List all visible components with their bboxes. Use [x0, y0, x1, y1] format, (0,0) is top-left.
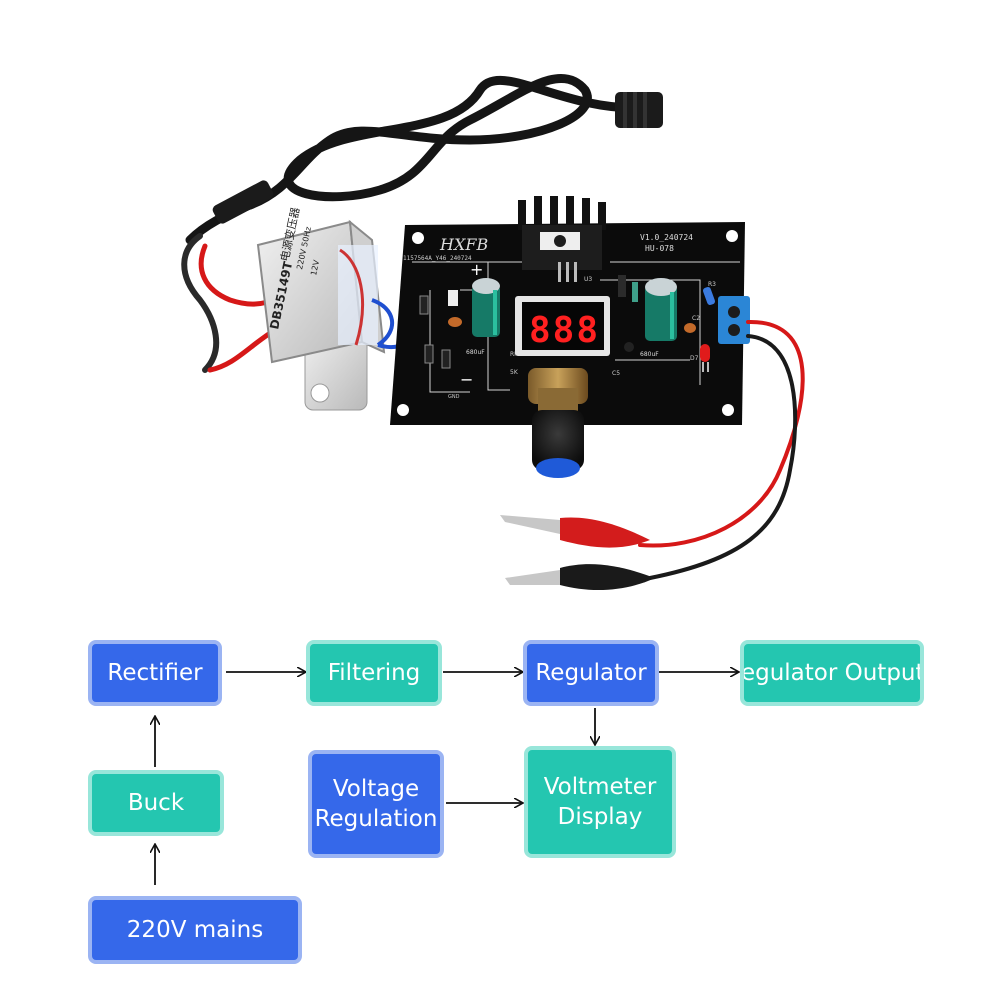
capacitor-left: 680uF: [466, 278, 500, 356]
terminal-block: [718, 296, 750, 344]
polarity-minus: −: [460, 370, 473, 389]
node-buck-label: Buck: [127, 790, 185, 816]
gnd-label: GND: [448, 394, 460, 400]
red-alligator-clip: [500, 515, 650, 548]
node-regulator-label: Regulator: [535, 660, 647, 686]
node-voltmeter-display-line-2: Display: [557, 804, 643, 830]
transformer-label-3: 12V: [309, 259, 321, 277]
node-voltmeter-display-line-1: Voltmeter: [543, 774, 657, 800]
plug-end: [615, 92, 663, 128]
u3-label: U3: [584, 276, 592, 283]
node-rectifier-label: Rectifier: [107, 660, 203, 686]
d7-label: D7: [690, 355, 699, 362]
voltmeter-display: 888: [515, 296, 610, 356]
cap-left-label: 680uF: [466, 349, 485, 356]
cap-right-label: 680uF: [640, 351, 659, 358]
node-filtering-label: Filtering: [327, 660, 421, 686]
potentiometer-knob: [528, 368, 588, 478]
node-regulator-output: Regulator Output: [740, 640, 924, 706]
node-buck: Buck: [88, 770, 224, 836]
pot-value-label: 5K: [510, 369, 519, 376]
node-voltmeter-display: Voltmeter Display: [524, 746, 676, 858]
output-leads: [638, 319, 805, 580]
node-mains: 220V mains: [88, 896, 302, 964]
board-serial: 1157564A_Y46_240724: [403, 255, 472, 262]
led-indicator: [700, 344, 710, 372]
r3-label: R3: [708, 281, 716, 288]
board-model: HU-078: [645, 244, 674, 253]
c5-label: C5: [612, 370, 620, 377]
node-voltage-regulation: Voltage Regulation: [308, 750, 444, 858]
board-brand: HXFB: [439, 235, 488, 254]
display-digits: 888: [529, 310, 600, 351]
black-alligator-clip: [505, 564, 655, 591]
node-regulator-output-label: Regulator Output: [740, 660, 924, 686]
c2-label: C2: [692, 315, 700, 322]
product-photo: 电源变压器 220V 50Hz 12V DB35149T HXFB V1.0_2…: [181, 74, 805, 591]
node-rectifier: Rectifier: [88, 640, 222, 706]
small-components: [419, 275, 715, 369]
polarity-plus: +: [470, 260, 483, 279]
node-filtering: Filtering: [306, 640, 442, 706]
board-version: V1.0_240724: [640, 233, 693, 242]
node-regulator: Regulator: [523, 640, 659, 706]
node-mains-label: 220V mains: [126, 917, 264, 943]
cord-strain-relief: [212, 180, 274, 224]
transformer: 电源变压器 220V 50Hz 12V DB35149T: [256, 206, 410, 411]
node-voltage-regulation-line-1: Voltage: [332, 776, 420, 802]
node-voltage-regulation-line-2: Regulation: [314, 806, 438, 832]
capacitor-right: 680uF: [640, 278, 677, 358]
regulator-heatsink: [518, 196, 606, 282]
